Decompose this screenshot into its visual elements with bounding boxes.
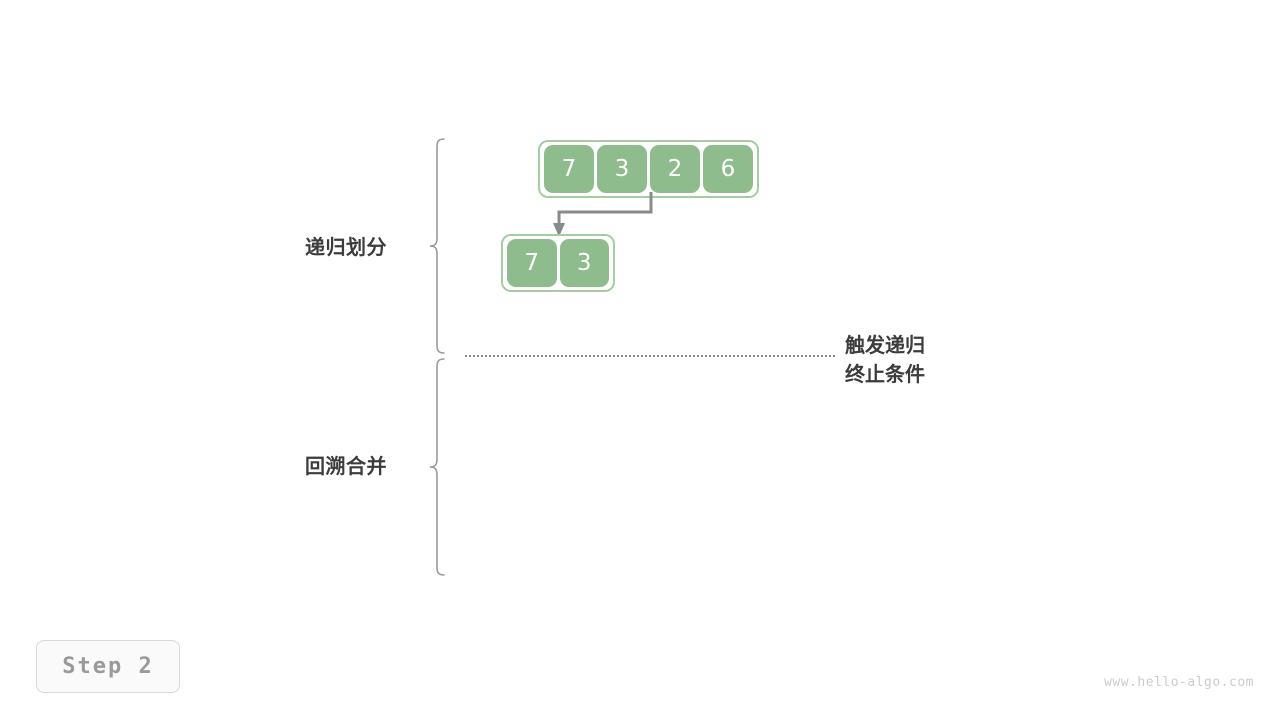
brace-merge: [429, 358, 445, 576]
array-cell: 7: [507, 239, 557, 287]
original-array: 7 3 2 6: [538, 140, 759, 198]
split-arrow: [553, 192, 653, 237]
array-cell: 6: [703, 145, 753, 193]
watermark: www.hello-algo.com: [1104, 675, 1254, 690]
array-cell: 7: [544, 145, 594, 193]
array-cell: 3: [559, 239, 609, 287]
left-subarray: 7 3: [501, 234, 615, 292]
annotation-terminate-condition: 触发递归 终止条件: [845, 332, 925, 390]
annotation-line-1: 触发递归: [845, 335, 925, 357]
array-cell: 2: [650, 145, 700, 193]
array-cell: 3: [597, 145, 647, 193]
annotation-line-2: 终止条件: [845, 364, 925, 386]
recursion-base-case-divider: [465, 355, 835, 359]
section-label-divide: 递归划分: [305, 237, 387, 259]
section-label-merge: 回溯合并: [305, 456, 387, 478]
step-badge: Step 2: [36, 640, 180, 693]
brace-divide: [429, 138, 445, 354]
